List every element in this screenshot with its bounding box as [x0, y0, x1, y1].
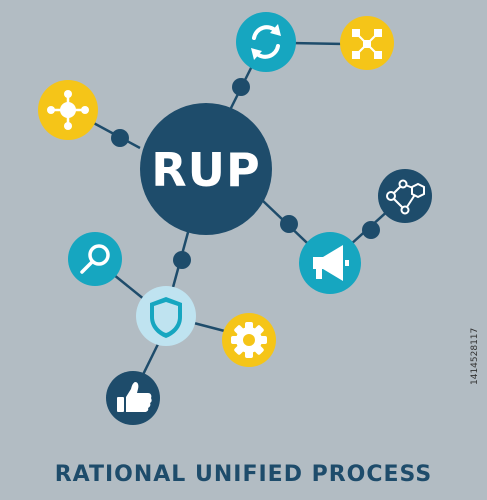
hub-node: RUP	[140, 103, 272, 235]
node-network	[378, 169, 432, 223]
megaphone-icon	[313, 245, 349, 281]
diagram-caption: RATIONAL UNIFIED PROCESS	[54, 462, 433, 487]
node-refresh	[236, 12, 296, 72]
dot-molecule	[111, 129, 129, 147]
refresh-arrows-icon	[251, 24, 281, 60]
connector-dots	[111, 78, 380, 269]
node-gear	[222, 313, 276, 367]
hierarchy-icon	[352, 29, 382, 59]
network-graph-icon	[386, 179, 425, 215]
gear-icon	[231, 322, 267, 358]
dot-refresh	[232, 78, 250, 96]
magnifier-icon	[80, 244, 110, 274]
molecule-icon	[47, 90, 89, 130]
node-shield	[136, 286, 196, 346]
connector-refresh-hierarchy	[289, 41, 346, 46]
stock-id-label: 1414528117	[470, 327, 480, 385]
node-search	[68, 232, 122, 286]
dot-megaphone-2	[362, 221, 380, 239]
dot-shield	[173, 251, 191, 269]
thumbs-up-icon	[117, 382, 152, 412]
node-thumbs-up	[106, 371, 160, 425]
dot-megaphone-1	[280, 215, 298, 233]
node-hierarchy	[340, 16, 394, 70]
node-megaphone	[299, 232, 361, 294]
node-molecule	[38, 80, 98, 140]
hub-label: RUP	[151, 143, 261, 197]
shield-icon	[150, 297, 182, 338]
